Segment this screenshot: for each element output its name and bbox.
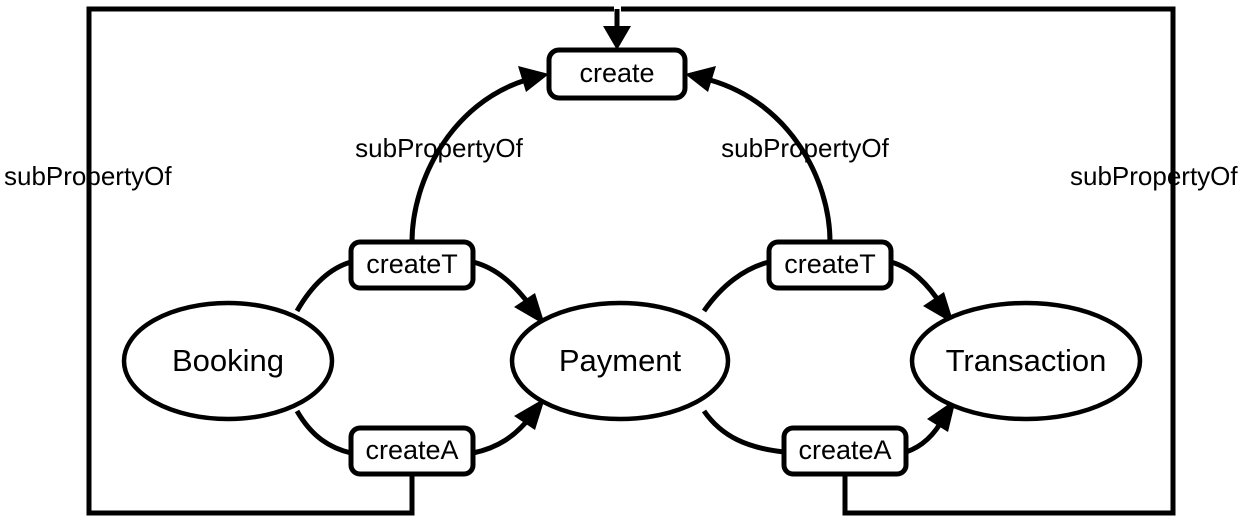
- edge-booking-to-createA-left: [294, 409, 352, 456]
- edge-labels-group: subPropertyOf subPropertyOf subPropertyO…: [4, 133, 1238, 191]
- node-create-box[interactable]: [546, 47, 688, 101]
- edge-createT-left-to-create: [409, 77, 527, 243]
- node-createt-right-box[interactable]: [766, 239, 894, 291]
- node-booking[interactable]: Booking: [121, 300, 335, 422]
- arrow-head-createT-left-to-payment: [514, 293, 545, 325]
- node-payment[interactable]: Payment: [509, 300, 731, 422]
- edge-createT-right-to-create: [709, 77, 833, 243]
- node-createa-right-box[interactable]: [781, 425, 909, 477]
- node-createt-right[interactable]: createT: [766, 239, 894, 291]
- frame-path-right: [621, 6, 1176, 516]
- subproperty-curves-group: [409, 66, 833, 243]
- node-createa-right[interactable]: createA: [781, 425, 909, 477]
- booking-payment-edges-group: [294, 259, 545, 456]
- node-booking-label: Booking: [172, 343, 284, 378]
- node-transaction-ellipse[interactable]: [909, 300, 1143, 422]
- node-createa-right-label: createA: [798, 435, 891, 465]
- frame-path-left: [86, 6, 614, 516]
- arrow-head-createA-right-to-transaction: [927, 399, 956, 432]
- arrow-head-createT-right-to-create: [685, 66, 716, 92]
- node-createt-right-label: createT: [784, 249, 876, 279]
- property-nodes-group: create createT createA createT createA: [348, 47, 909, 477]
- node-createa-left[interactable]: createA: [348, 425, 476, 477]
- node-createt-left-label: createT: [366, 249, 458, 279]
- edge-booking-to-createT-left: [294, 259, 352, 313]
- node-createa-left-label: createA: [365, 435, 458, 465]
- edge-label-subpropertyof-right-inner: subPropertyOf: [721, 133, 889, 163]
- node-booking-ellipse[interactable]: [121, 300, 335, 422]
- frame-arrow-head: [603, 26, 631, 50]
- arrow-head-createA-left-to-payment: [514, 398, 545, 430]
- node-createt-left-box[interactable]: [348, 239, 476, 291]
- outer-frame-group: [86, 6, 1176, 516]
- edge-payment-to-createA-right: [701, 409, 785, 455]
- node-transaction[interactable]: Transaction: [909, 300, 1143, 422]
- edge-label-subpropertyof-left-inner: subPropertyOf: [355, 133, 523, 163]
- node-payment-ellipse[interactable]: [509, 300, 731, 422]
- edge-label-subpropertyof-right-outer: subPropertyOf: [1070, 161, 1238, 191]
- node-createt-left[interactable]: createT: [348, 239, 476, 291]
- node-create-label: create: [579, 58, 654, 88]
- arrow-head-createT-left-to-create: [518, 66, 549, 92]
- node-createa-left-box[interactable]: [348, 425, 476, 477]
- node-payment-label: Payment: [559, 343, 682, 378]
- edge-payment-to-createT-right: [701, 259, 770, 313]
- node-transaction-label: Transaction: [946, 343, 1107, 378]
- arrow-head-createT-right-to-transaction: [923, 292, 954, 324]
- payment-transaction-edges-group: [701, 259, 956, 455]
- edge-label-subpropertyof-left-outer: subPropertyOf: [4, 161, 172, 191]
- node-create[interactable]: create: [546, 47, 688, 101]
- class-nodes-group: Booking Payment Transaction: [121, 300, 1143, 422]
